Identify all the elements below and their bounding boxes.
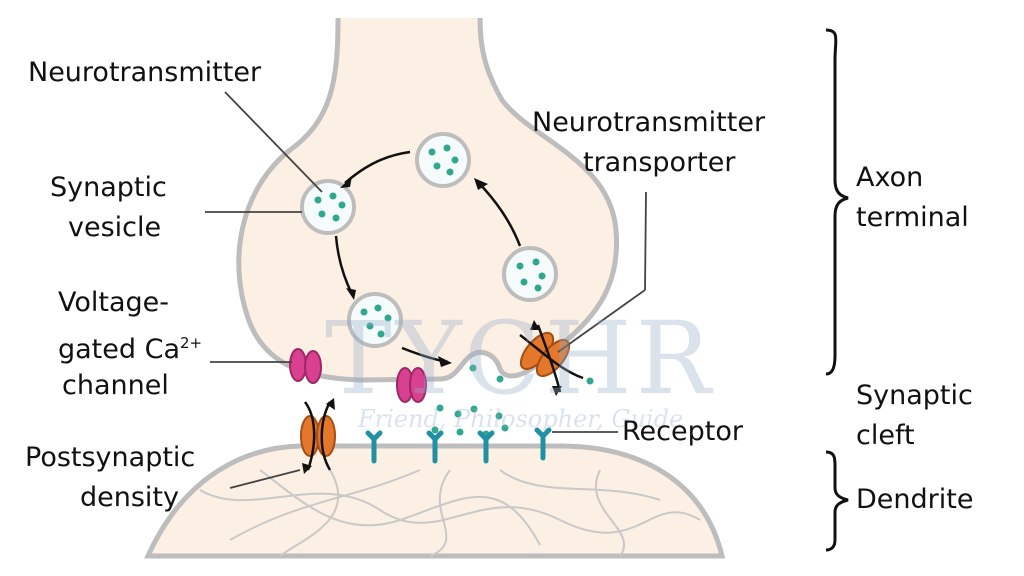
postsynaptic-density-filaments	[199, 469, 701, 557]
label-dendrite: Dendrite	[856, 484, 974, 515]
label-postsynaptic-2: density	[80, 482, 179, 513]
ca-channel	[289, 348, 427, 403]
label-transporter-1: Neurotransmitter	[532, 107, 766, 138]
label-voltage-3: channel	[62, 370, 169, 401]
watermark-tagline: Friend, Philosopher, Guide	[358, 405, 684, 433]
label-receptor: Receptor	[622, 416, 743, 447]
arrowheads	[340, 176, 488, 367]
label-axon-2: terminal	[856, 202, 969, 233]
watermark-logo: TYCHR	[325, 300, 715, 417]
label-voltage-2: gated Ca2+	[58, 325, 202, 368]
label-transporter-2: transporter	[583, 147, 736, 178]
brackets	[825, 28, 849, 552]
leader-lines	[205, 91, 647, 489]
label-synaptic-vesicle-2: vesicle	[68, 212, 162, 243]
label-synaptic-vesicle-1: Synaptic	[50, 172, 167, 203]
neurotransmitter-molecules	[314, 144, 594, 438]
label-neurotransmitter: Neurotransmitter	[28, 57, 262, 88]
label-postsynaptic-1: Postsynaptic	[25, 442, 196, 473]
label-voltage-sup: 2+	[180, 334, 203, 352]
postsynaptic-channel	[300, 398, 336, 474]
label-cleft-2: cleft	[856, 420, 915, 451]
neurotransmitter-transporter	[519, 320, 584, 396]
synaptic-vesicles	[300, 132, 558, 348]
label-voltage-text: gated Ca	[58, 334, 181, 365]
receptors	[365, 427, 552, 464]
label-voltage-1: Voltage-	[58, 287, 170, 318]
label-cleft-1: Synaptic	[856, 380, 973, 411]
label-axon-1: Axon	[856, 162, 924, 193]
